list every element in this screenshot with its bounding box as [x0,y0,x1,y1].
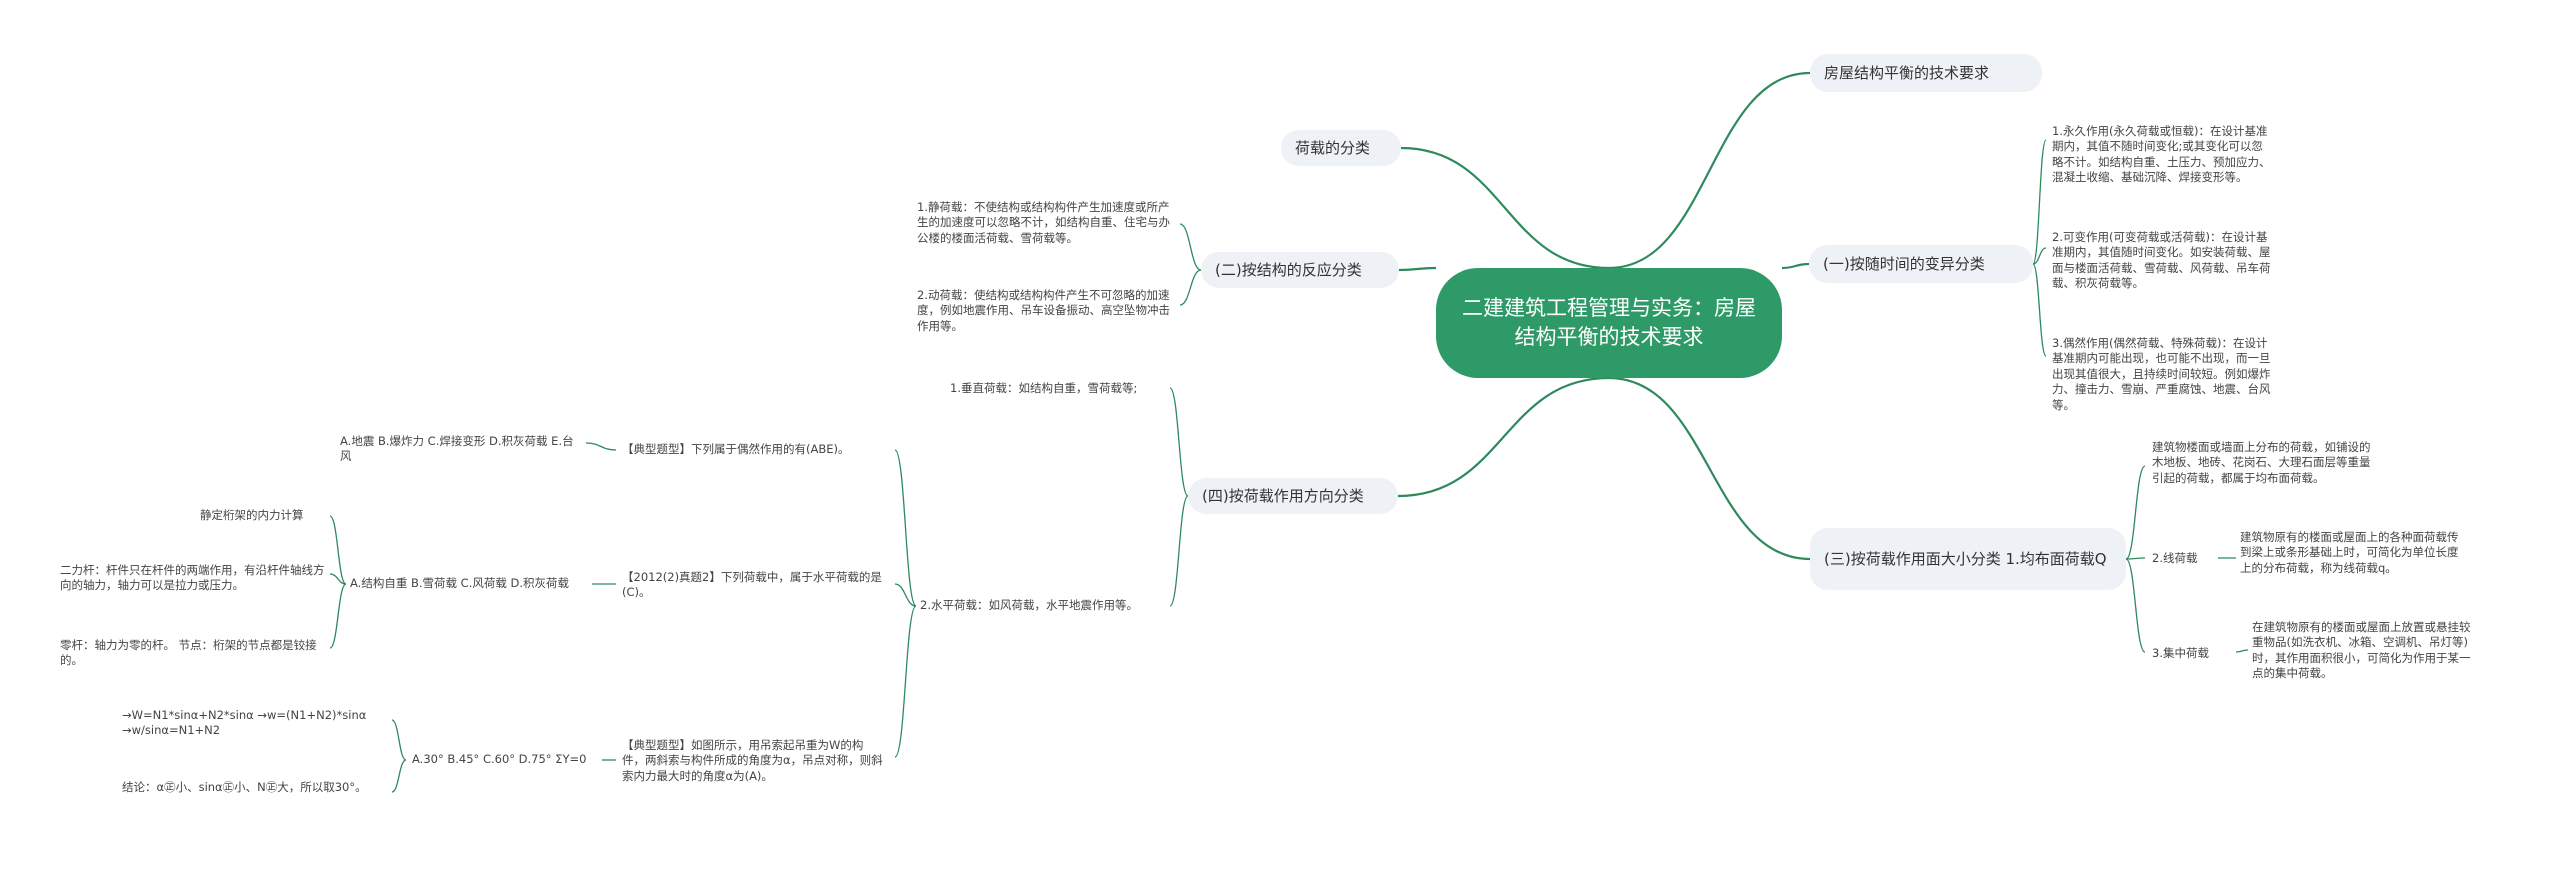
note-force-equation: →W=N1*sinα+N2*sinα →w=(N1+N2)*sinα →w/si… [122,708,367,738]
topic-load-area-size[interactable]: (三)按荷载作用面大小分类 1.均布面荷载Q [1810,528,2126,590]
connector-line [894,605,917,758]
connector-line [1397,376,1610,498]
item-horizontal-load: 2.水平荷载：如风荷载，水平地震作用等。 [920,598,1138,612]
topic-load-direction[interactable]: (四)按荷载作用方向分类 [1188,478,1398,514]
topic-structural-response[interactable]: (二)按结构的反应分类 [1201,252,1399,288]
connector-line [894,449,917,607]
question-horizontal: 【2012(2)真题2】下列荷载中，属于水平荷载的是(C)。 [622,570,882,600]
connector-line [329,573,347,585]
options-horizontal: A.结构自重 B.雪荷载 C.风荷载 D.积灰荷载 [350,576,570,590]
connector-line [585,442,617,451]
connector-line [1179,269,1202,306]
connector-line [1608,376,1811,561]
options-accidental: A.地震 B.爆炸力 C.焊接变形 D.积灰荷载 E.台风 [340,434,574,464]
note-zero-member: 零杆：轴力为零的杆。 节点：桁架的节点都是铰接的。 [60,638,317,668]
question-accidental: 【典型题型】下列属于偶然作用的有(ABE)。 [622,442,850,456]
connector-line [1781,262,1810,270]
detail-point-load: 在建筑物原有的楼面或屋面上放置或悬挂较重物品(如洗衣机、冰箱、空调机、吊灯等)时… [2252,620,2471,681]
connector-line [391,719,407,761]
connector-line [329,515,347,585]
item-accidental-action: 3.偶然作用(偶然荷载、特殊荷载)：在设计基准期内可能出现，也可能不出现，而一旦… [2052,336,2271,412]
item-static-load: 1.静荷载：不使结构或结构构件产生加速度或所产生的加速度可以忽略不计，如结构自重… [917,200,1170,245]
connector-line [1398,266,1437,272]
detail-line-load: 建筑物原有的楼面或屋面上的各种面荷载传到梁上或条形基础上时，可简化为单位长度上的… [2240,530,2459,575]
topic-structural-balance[interactable]: 房屋结构平衡的技术要求 [1810,54,2042,92]
item-dynamic-load: 2.动荷载：使结构或结构构件产生不可忽略的加速度，例如地震作用、吊车设备振动、高… [917,288,1170,333]
item-uniform-load: 建筑物楼面或墙面上分布的荷载，如铺设的木地板、地砖、花岗石、大理石面层等重量引起… [2152,440,2371,485]
topic-time-variation[interactable]: (一)按随时间的变异分类 [1809,245,2033,283]
note-truss-calculation: 静定桁架的内力计算 [200,508,304,522]
connector-line [2125,557,2146,560]
connector-line [391,759,407,793]
note-two-force-member: 二力杆：杆件只在杆件的两端作用，有沿杆件轴线方向的轴力，轴力可以是拉力或压力。 [60,563,325,593]
question-sling-angle: 【典型题型】如图所示，用吊索起吊重为W的构件，两斜索与构件所成的角度为α，吊点对… [622,738,883,783]
connector-line [2125,558,2146,653]
connector-line [2032,263,2047,357]
central-topic[interactable]: 二建建筑工程管理与实务：房屋结构平衡的技术要求 [1436,268,1782,378]
note-conclusion: 结论：α㊣小、sinα㊣小、N㊣大，所以取30°。 [122,780,367,794]
options-sling-angle: A.30° B.45° C.60° D.75° ΣY=0 [412,752,587,766]
connector-line [1169,387,1189,497]
connector-line [1608,71,1811,270]
connector-line [329,583,347,649]
connector-line [1179,223,1202,271]
connector-line [1400,146,1610,270]
item-vertical-load: 1.垂直荷载：如结构自重，雪荷载等; [950,381,1138,395]
topic-load-classification[interactable]: 荷载的分类 [1281,130,1401,166]
label-line-load: 2.线荷载 [2152,551,2198,565]
item-permanent-action: 1.永久作用(永久荷载或恒载)：在设计基准期内，其值不随时间变化;或其变化可以忽… [2052,124,2271,185]
connector-line [894,583,917,607]
connector-line [1169,495,1189,607]
label-point-load: 3.集中荷载 [2152,646,2209,660]
connector-line [2125,465,2146,560]
connector-line [2235,649,2249,653]
connector-line [2032,139,2047,265]
connector-line [2032,247,2047,265]
item-variable-action: 2.可变作用(可变荷载或活荷载)：在设计基准期内，其值随时间变化。如安装荷载、屋… [2052,230,2271,291]
